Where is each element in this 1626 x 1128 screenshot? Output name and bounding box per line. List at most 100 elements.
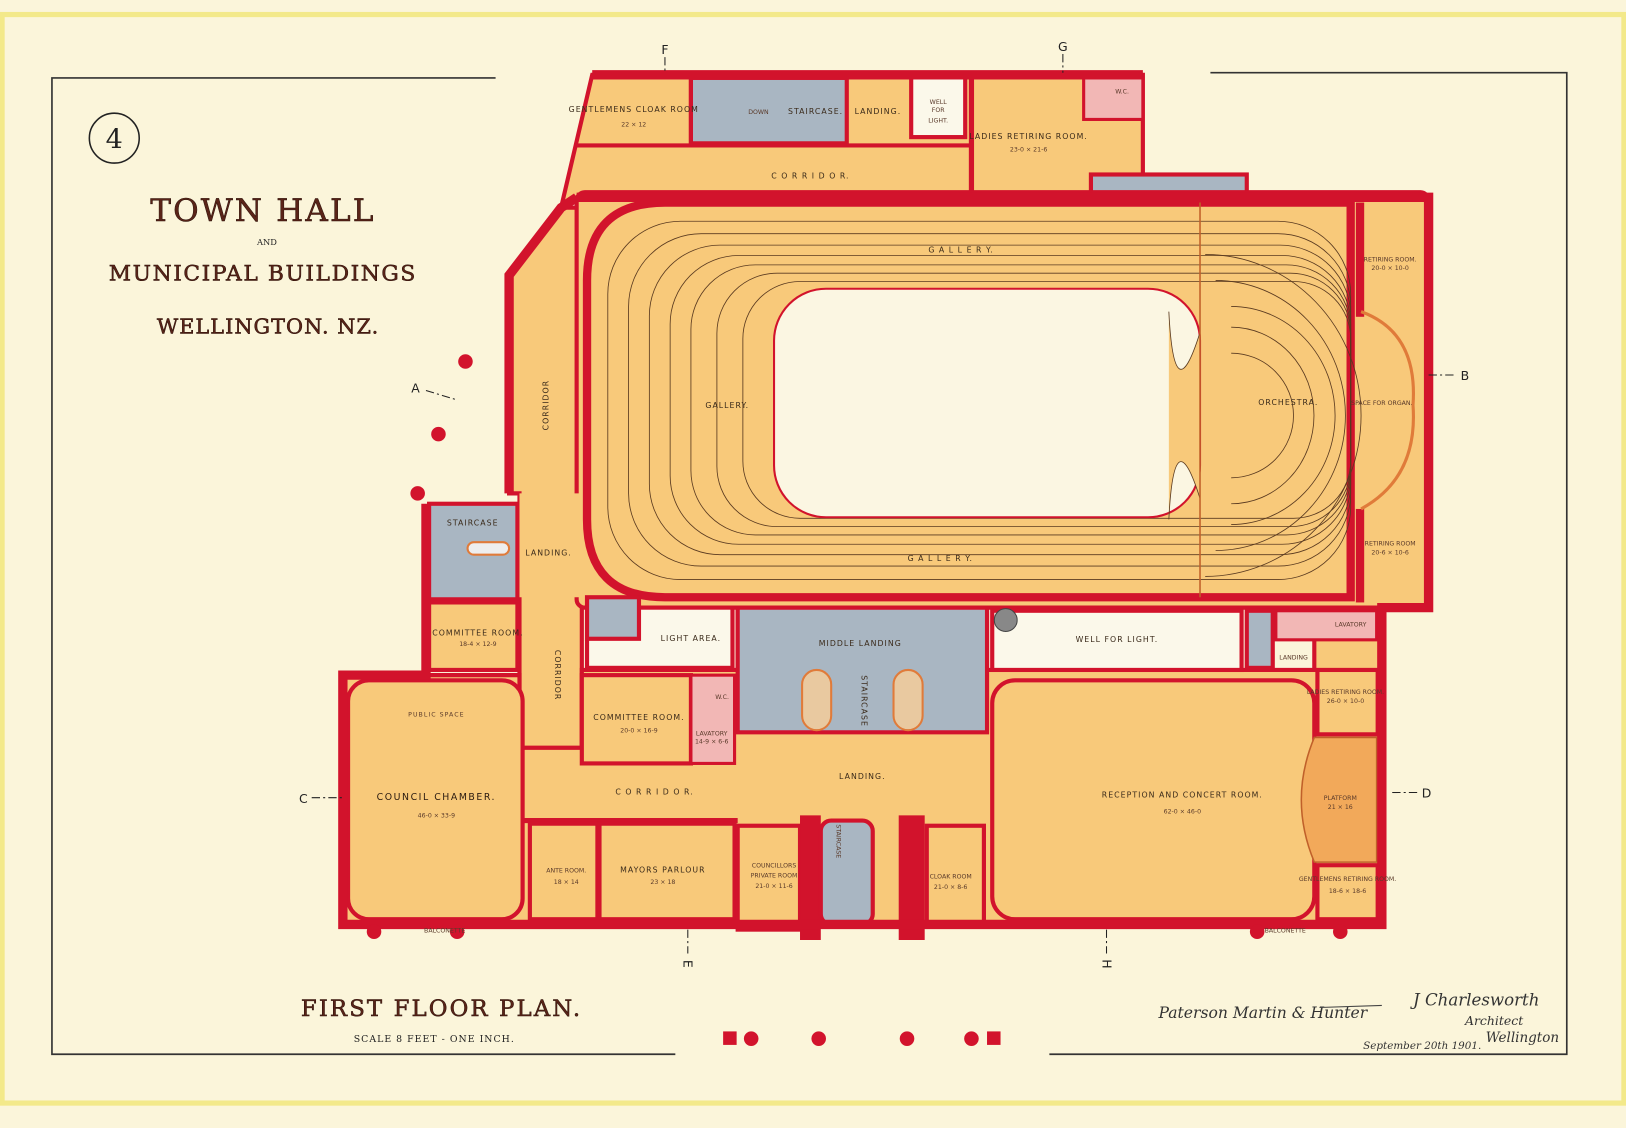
building-plan [338, 70, 1434, 1046]
council-chamber [345, 678, 525, 922]
room-label: GENTLEMENS RETIRING ROOM. [1299, 876, 1396, 883]
well-for-light [990, 608, 1244, 673]
room-label: LIGHT AREA. [661, 634, 721, 643]
room-dims: 21-0 × 8-6 [934, 884, 967, 891]
room-dims: 62-0 × 46-0 [1164, 808, 1201, 815]
room-labels: GENTLEMENS CLOAK ROOM 22 × 12 DOWN STAIR… [377, 88, 1417, 934]
room-label: COUNCIL CHAMBER. [377, 792, 496, 803]
reception-concert-room [990, 678, 1317, 922]
lift-stair [584, 595, 642, 641]
paper-edge [0, 11, 1626, 1106]
room-label: STAIRCASE. [788, 107, 843, 116]
room-label: LANDING. [525, 549, 572, 558]
lavatory-wc [1274, 609, 1379, 642]
room-label: STAIRCASE [447, 519, 499, 528]
room-label: RETIRING ROOM. [1364, 257, 1417, 264]
orchestra-tiers [1168, 254, 1362, 577]
room-label: C O R R I D O R. [615, 788, 693, 797]
room-label: RETIRING ROOM [1365, 540, 1416, 547]
architect-role: Architect [1464, 1013, 1524, 1028]
room-label: GENTLEMENS CLOAK ROOM [569, 105, 699, 114]
room-label: G A L L E R Y. [928, 245, 993, 254]
top-staircase [688, 75, 849, 146]
room-dims: 22 × 12 [621, 122, 646, 129]
title-block: TOWN HALL AND MUNICIPAL BUILDINGS WELLIN… [109, 193, 582, 1045]
section-marker-f: F [661, 42, 668, 57]
signature-block: Paterson Martin & Hunter J Charlesworth … [1157, 990, 1559, 1052]
gallery-tiers [607, 220, 1352, 580]
room-dims: 26-0 × 10-0 [1327, 698, 1364, 705]
room-label: WELL [930, 99, 948, 106]
lower-staircase [818, 818, 875, 927]
footer-piers [723, 1031, 1001, 1046]
organ-apse [1360, 310, 1415, 511]
room-label: W.C. [1115, 88, 1129, 95]
room-label: MAYORS PARLOUR [620, 865, 705, 874]
title-line-2: AND [256, 237, 277, 247]
room-dims: 21 × 16 [1328, 804, 1353, 811]
room-label: W.C. [715, 694, 729, 701]
room-label: G A L L E R Y. [908, 554, 973, 563]
top-wc [1082, 76, 1145, 122]
left-corridor [507, 205, 584, 750]
room-dims: 20-0 × 10-0 [1371, 265, 1408, 272]
room-label: SPACE FOR ORGAN. [1351, 400, 1412, 407]
room-label: BALCONETTE [1265, 928, 1306, 935]
room-dims: 20-0 × 16-9 [620, 727, 657, 734]
room-label: LANDING. [839, 772, 886, 781]
platform [1300, 736, 1378, 863]
architect-signature: J Charlesworth [1410, 990, 1539, 1009]
top-well-for-light [909, 72, 968, 140]
section-markers: A B C D E F G H [299, 39, 1469, 969]
room-label: LIGHT. [928, 118, 948, 125]
room-label: CORRIDOR [542, 380, 551, 430]
middle-landing [735, 605, 990, 735]
room-dims: 23-0 × 21-6 [1010, 147, 1047, 154]
room-dims: 46-0 × 33-9 [418, 812, 455, 819]
room-label: COMMITTEE ROOM. [593, 713, 684, 722]
scale-note: SCALE 8 FEET - ONE INCH. [354, 1034, 515, 1045]
room-label: LANDING. [855, 107, 902, 116]
title-line-4: WELLINGTON. NZ. [157, 314, 379, 338]
room-label: COUNCILLORS [752, 862, 797, 869]
plan-title: FIRST FLOOR PLAN. [301, 996, 582, 1022]
room-dims: 21-0 × 11-6 [755, 883, 792, 890]
room-dims: 18-6 × 18-6 [1329, 888, 1366, 895]
room-label: ORCHESTRA. [1258, 398, 1318, 407]
room-label: BALCONETTE [424, 928, 465, 935]
section-marker-g: G [1058, 39, 1068, 54]
room-dims: 23 × 18 [650, 879, 675, 886]
section-marker-a: A [411, 381, 420, 396]
room-label: COMMITTEE ROOM. [432, 629, 523, 638]
plate-number-badge: 4 [88, 112, 141, 164]
room-label: STAIRCASE [859, 675, 868, 727]
drawing-date: September 20th 1901. [1363, 1040, 1481, 1052]
mayors-parlour [597, 821, 737, 922]
room-label: GALLERY. [705, 401, 749, 410]
section-marker-e: E [681, 960, 696, 968]
room-label: LAVATORY [696, 730, 728, 737]
contractor-signature: Paterson Martin & Hunter [1157, 1004, 1368, 1022]
title-line-1: TOWN HALL [150, 193, 375, 229]
architect-city: Wellington [1486, 1030, 1559, 1046]
section-marker-h: H [1099, 959, 1114, 968]
room-dims: 18 × 14 [554, 879, 579, 886]
councillors-private-room [735, 823, 803, 932]
room-label: CORRIDOR [553, 650, 562, 700]
room-label: LADIES RETIRING ROOM. [969, 132, 1088, 141]
room-label: PRIVATE ROOM [751, 873, 798, 880]
section-marker-d: D [1422, 786, 1432, 801]
room-dims: 20-6 × 10-6 [1371, 550, 1408, 557]
room-note: DOWN [748, 109, 769, 116]
room-dims: 14-9 × 6-6 [695, 739, 728, 746]
room-label: ANTE ROOM. [546, 867, 586, 874]
columns [366, 354, 1348, 939]
room-label: RECEPTION AND CONCERT ROOM. [1102, 791, 1263, 800]
room-label: PLATFORM [1324, 795, 1357, 802]
arena-floor [772, 287, 1202, 519]
room-dims: 18-4 × 12-9 [459, 641, 496, 648]
room-label: CLOAK ROOM [930, 874, 972, 881]
room-label: WELL FOR LIGHT. [1076, 635, 1159, 644]
room-label: PUBLIC SPACE [408, 712, 464, 719]
